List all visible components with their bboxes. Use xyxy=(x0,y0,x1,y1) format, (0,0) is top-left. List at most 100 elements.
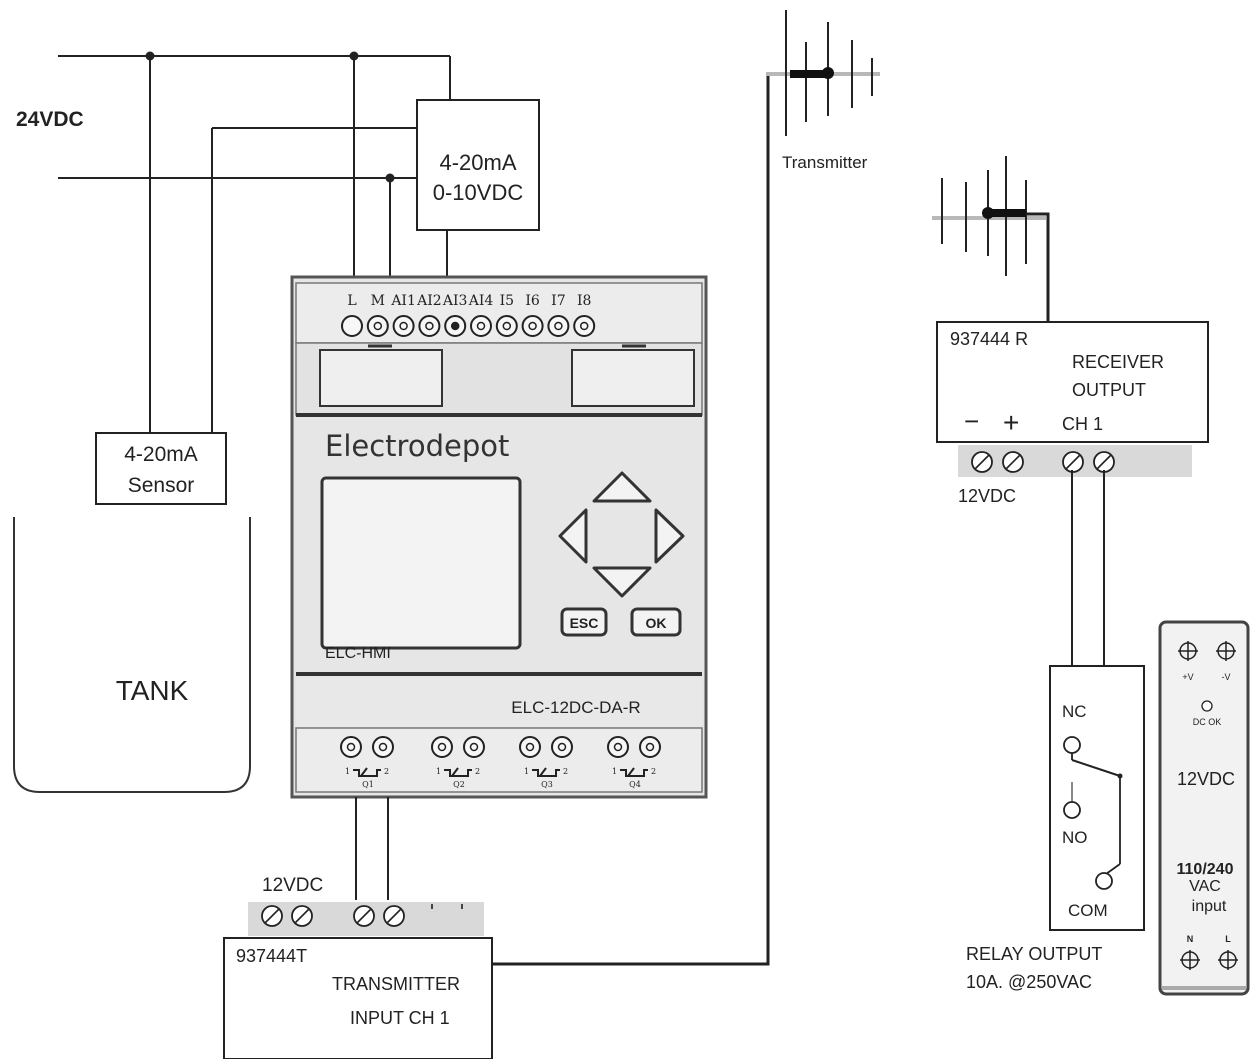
sensor-line1: 4-20mA xyxy=(124,443,198,466)
svg-text:1: 1 xyxy=(345,767,350,776)
receiver-screw-icon xyxy=(1093,451,1115,473)
psu-n-terminal-icon xyxy=(1180,950,1200,970)
receiver-antenna-icon xyxy=(932,156,1050,322)
transmitter-supply-label: 12VDC xyxy=(262,875,323,896)
transmitter-code: 937444T xyxy=(236,946,307,966)
relay-nc-label: NC xyxy=(1062,702,1087,721)
dc-ok-led-icon xyxy=(1201,700,1213,712)
psu-input-3: input xyxy=(1192,898,1227,915)
level-sensor: 4-20mA Sensor xyxy=(95,432,227,505)
transmitter-channel: INPUT CH 1 xyxy=(350,1008,450,1028)
plc-input-label: I6 xyxy=(525,293,540,309)
plc-input-label: AI3 xyxy=(442,293,468,309)
converter-line2: 0-10VDC xyxy=(433,180,524,205)
psu-n: N xyxy=(1187,934,1194,944)
junction-dot xyxy=(349,51,359,61)
plc-connector-left xyxy=(319,349,443,407)
esc-key[interactable]: ESC xyxy=(560,607,608,637)
receiver-screw-icon xyxy=(1062,451,1084,473)
q1-wires xyxy=(355,797,389,900)
bus-junctions xyxy=(145,51,395,183)
plc-input-label: AI1 xyxy=(390,293,416,309)
svg-text:1: 1 xyxy=(524,767,529,776)
arrow-left-key-icon[interactable] xyxy=(558,508,588,564)
plc-output-q3: 1 2Q3 xyxy=(519,736,573,789)
plc-model: ELC-12DC-DA-R xyxy=(511,698,640,717)
psu-output: 12VDC xyxy=(1177,769,1235,789)
dpad[interactable] xyxy=(558,471,685,598)
relay-caption-1: RELAY OUTPUT xyxy=(966,944,1102,964)
transmitter-screw-icon xyxy=(353,905,375,927)
svg-text:2: 2 xyxy=(475,767,480,776)
receiver-code: 937444 R xyxy=(950,329,1028,349)
psu-minus-v: -V xyxy=(1222,672,1231,682)
plc-brand: Electrodepot xyxy=(325,429,509,463)
hmi-display xyxy=(320,476,522,650)
svg-text:2: 2 xyxy=(563,767,568,776)
svg-text:2: 2 xyxy=(384,767,389,776)
psu-input-1: 110/240 xyxy=(1177,861,1234,878)
transmitter-screw-icon xyxy=(261,905,283,927)
receiver-relay-wires xyxy=(1071,470,1105,666)
svg-text:1: 1 xyxy=(436,767,441,776)
receiver-screw-icon xyxy=(971,451,993,473)
supply-bus xyxy=(58,55,451,433)
transmitter-title: TRANSMITTER xyxy=(332,974,460,994)
arrow-up-key-icon[interactable] xyxy=(592,471,652,503)
plc-input-terminal-icon xyxy=(573,315,596,337)
relay-nc-contact-icon xyxy=(1063,736,1081,754)
esc-key-label: ESC xyxy=(570,615,599,631)
plc-input-terminal-icon xyxy=(521,315,544,337)
receiver-plus: + xyxy=(1003,407,1019,438)
plc-input-terminal-icon xyxy=(418,315,441,337)
arrow-down-key-icon[interactable] xyxy=(592,566,652,598)
transmitter-unit: 12VDC 937444T TRANSMITTER INPUT CH 1 xyxy=(223,875,493,1059)
transmitter-antenna-icon: Transmitter xyxy=(766,10,880,172)
relay-com-contact-icon xyxy=(1095,872,1113,890)
sensor-line2: Sensor xyxy=(128,474,195,497)
plc-input-label: AI4 xyxy=(468,293,494,309)
psu-minus-terminal-icon xyxy=(1216,641,1236,661)
arrow-right-key-icon[interactable] xyxy=(654,508,685,564)
tank: TANK xyxy=(13,517,251,793)
plc-output-label: Q1 xyxy=(362,780,374,789)
tank-label: TANK xyxy=(116,675,189,706)
junction-dot xyxy=(385,173,395,183)
transmitter-screw-terminals xyxy=(261,904,463,927)
ok-key-label: OK xyxy=(646,615,667,631)
converter-line1: 4-20mA xyxy=(439,150,516,175)
plc-input-label: I5 xyxy=(500,293,514,309)
plc-input-label: M xyxy=(371,293,385,309)
plc-input-terminal-icon xyxy=(444,315,467,337)
ok-key[interactable]: OK xyxy=(630,607,682,637)
signal-converter: 4-20mA 0-10VDC xyxy=(416,99,540,231)
plc-input-terminal-icon xyxy=(392,315,415,337)
psu-l-terminal-icon xyxy=(1218,950,1238,970)
receiver-supply-label: 12VDC xyxy=(958,486,1016,506)
psu-plus-v: +V xyxy=(1182,672,1193,682)
power-supply: +V -V DC OK 12VDC 110/240 VAC input N L xyxy=(1158,620,1250,996)
junction-dot xyxy=(145,51,155,61)
psu-plus-terminal-icon xyxy=(1178,641,1198,661)
transmitter-screw-icon xyxy=(291,905,313,927)
plc-input-label: I7 xyxy=(551,293,565,309)
plc-input-terminal-icon xyxy=(470,315,492,337)
receiver-minus: − xyxy=(964,406,979,436)
plc-output-label: Q3 xyxy=(541,780,553,789)
svg-text:2: 2 xyxy=(651,767,656,776)
svg-text:1: 1 xyxy=(612,767,617,776)
supply-label: 24VDC xyxy=(16,108,84,131)
relay-caption-2: 10A. @250VAC xyxy=(966,972,1092,992)
psu-l: L xyxy=(1225,934,1231,944)
relay-module: NC NO COM RELAY OUTPUT 10A. @250VAC xyxy=(966,665,1145,992)
hmi-label: ELC-HMI xyxy=(325,645,391,662)
plc-input-terminal-icon xyxy=(341,315,363,337)
plc-input-label: AI2 xyxy=(416,293,442,309)
relay-no-label: NO xyxy=(1062,828,1088,847)
receiver-subtitle: OUTPUT xyxy=(1072,380,1146,400)
